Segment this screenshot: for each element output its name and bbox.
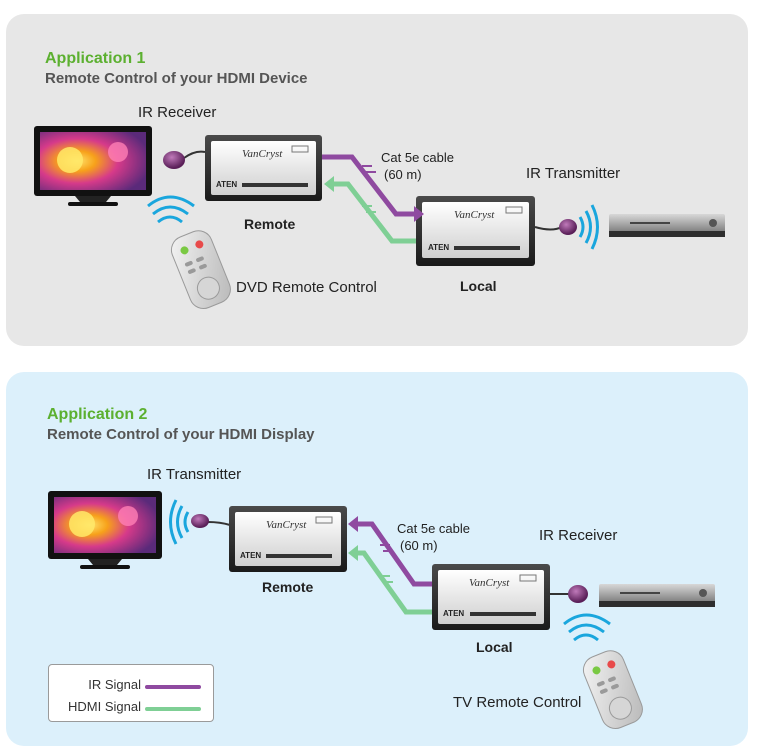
hdmi-display-tv-2 — [48, 491, 162, 569]
remote-extender-unit — [205, 135, 322, 201]
legend-hdmi-swatch — [145, 707, 201, 711]
app2-ir-transmitter-label: IR Transmitter — [147, 466, 242, 483]
app1-ir-receiver-label: IR Receiver — [138, 104, 217, 121]
ir-transmitter-icon-2 — [191, 514, 231, 528]
local-unit-2-brand: VanCryst — [469, 577, 510, 589]
ir-receiver-icon — [163, 150, 206, 169]
tv-remote-control — [582, 650, 643, 730]
local-unit-maker: ATEN — [428, 243, 450, 252]
tv-remote-ir-waves-icon — [563, 613, 611, 642]
remote-unit-maker: ATEN — [216, 180, 238, 189]
dvd-remote-control — [170, 230, 231, 310]
local-unit-2-maker: ATEN — [443, 609, 465, 618]
local-extender-unit-2 — [432, 564, 550, 630]
app1-cable-label: Cat 5e cable — [381, 150, 454, 165]
app2-subtitle: Remote Control of your HDMI Display — [47, 426, 315, 443]
remote-extender-unit-2 — [229, 506, 347, 572]
app2-title: Application 2 — [47, 406, 148, 423]
ir-signal-cable — [322, 154, 424, 222]
legend-ir-label: IR Signal — [88, 677, 141, 692]
legend-hdmi-label: HDMI Signal — [68, 699, 141, 714]
app2-remote-label: Remote — [262, 579, 314, 595]
signal-legend: IR Signal HDMI Signal — [48, 664, 214, 722]
ir-waves-icon — [578, 204, 599, 250]
app1-remote-control-label: DVD Remote Control — [236, 279, 377, 296]
app1-local-label: Local — [460, 278, 497, 294]
legend-ir-row: IR Signal — [49, 675, 213, 695]
legend-hdmi-row: HDMI Signal — [49, 697, 213, 717]
app1-ir-transmitter-label: IR Transmitter — [526, 165, 621, 182]
app2-ir-receiver-label: IR Receiver — [539, 527, 618, 544]
app1-remote-label: Remote — [244, 216, 296, 232]
remote-unit-2-brand: VanCryst — [266, 519, 307, 531]
remote-unit-brand: VanCryst — [242, 148, 283, 160]
local-extender-unit — [416, 196, 535, 266]
ir-transmitter-icon — [534, 219, 577, 235]
app2-cable-label: Cat 5e cable — [397, 521, 470, 536]
remote-ir-waves-icon — [147, 195, 195, 224]
hdmi-display-tv — [34, 126, 152, 206]
app1-title: Application 1 — [45, 50, 146, 67]
app1-cable-length: (60 m) — [384, 167, 422, 182]
hdmi-signal-cable — [324, 176, 416, 244]
dvd-player-2 — [599, 584, 715, 607]
app2-remote-control-label: TV Remote Control — [453, 694, 582, 711]
app2-local-label: Local — [476, 639, 513, 655]
legend-ir-swatch — [145, 685, 201, 689]
app2-cable-length: (60 m) — [400, 538, 438, 553]
hdmi-signal-cable-2 — [348, 545, 432, 615]
ir-receiver-icon-2 — [550, 585, 588, 603]
app1-subtitle: Remote Control of your HDMI Device — [45, 70, 308, 87]
ir-signal-cable-2 — [348, 516, 432, 587]
dvd-player — [609, 214, 725, 237]
local-unit-brand: VanCryst — [454, 209, 495, 221]
remote-unit-2-maker: ATEN — [240, 551, 262, 560]
tv-ir-waves-icon — [169, 499, 190, 545]
